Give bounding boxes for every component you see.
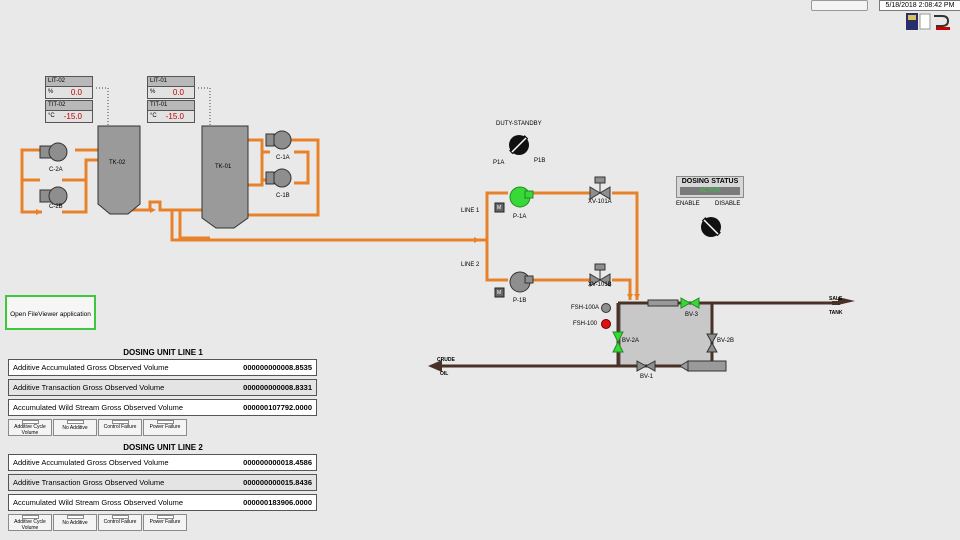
pump-c2a[interactable] — [39, 142, 68, 162]
dosing-line2-title: DOSING UNIT LINE 2 — [123, 443, 203, 452]
fsh-100-label: FSH-100 — [573, 321, 598, 327]
sale-arrow — [838, 297, 855, 305]
pump-c1a-label: C-1A — [276, 155, 290, 161]
line1-control-failure-button[interactable]: Control Failure — [98, 419, 142, 436]
line1-row-wild-stream: Accumulated Wild Stream Gross Observed V… — [8, 399, 317, 416]
system-clock: 5/18/2018 2:08:42 PM — [879, 0, 960, 11]
motor-label-p1a: M — [497, 205, 502, 211]
tank-tk02 — [97, 125, 141, 215]
pump-c1b[interactable] — [265, 168, 292, 188]
tank-label: TANK — [829, 310, 843, 316]
static-mixer — [687, 360, 727, 372]
oil-label: OIL — [440, 371, 449, 377]
duty-standby-knob[interactable] — [509, 135, 529, 155]
line2-row-wild-stream: Accumulated Wild Stream Gross Observed V… — [8, 494, 317, 511]
header-blank-button[interactable] — [811, 0, 868, 11]
valve-bv2b[interactable] — [706, 333, 718, 353]
line1-row-accumulated: Additive Accumulated Gross Observed Volu… — [8, 359, 317, 376]
line2-no-additive-button[interactable]: No Additive — [53, 514, 97, 531]
duty-p1a-label: P1A — [493, 160, 505, 166]
level-value: 0.0 — [70, 88, 82, 97]
indicator-tit-01: TIT-01 °C-15.0 — [147, 100, 195, 123]
motor-label-p1b: M — [497, 290, 502, 296]
dosing-skid — [619, 302, 713, 366]
dosing-disable-label: DISABLE — [715, 201, 741, 207]
valve-bv2a[interactable] — [612, 331, 624, 353]
line1-no-additive-button[interactable]: No Additive — [53, 419, 97, 436]
line1-additive-cycle-volume-button[interactable]: Additive Cycle Volume — [8, 419, 52, 436]
dosing-enable-label: ENABLE — [676, 201, 700, 207]
fsh-100-alarm-indicator — [601, 319, 611, 329]
pump-c1a[interactable] — [265, 130, 292, 150]
motor-indicator-p1a — [494, 202, 505, 213]
indicator-lit-01: LIT-01 %0.0 — [147, 76, 195, 99]
valve-bv1[interactable] — [636, 360, 656, 372]
sale-label: SALE — [829, 296, 843, 302]
line2-power-failure-button[interactable]: Power Failure — [143, 514, 187, 531]
company-logo — [906, 13, 950, 30]
tank-tk02-label: TK-02 — [109, 160, 126, 166]
dosing-status-value: ACTIVE — [680, 187, 740, 195]
temp-value: -15.0 — [63, 112, 82, 121]
open-fileviewer-button[interactable]: Open FileViewer application — [5, 295, 96, 330]
tank-tk01-label: TK-01 — [215, 164, 232, 170]
valve-xv101b-label: XV-101B — [588, 282, 612, 288]
valve-bv1-label: BV-1 — [640, 374, 654, 380]
pump-p1b-label: P-1B — [513, 298, 527, 304]
pump-p1a[interactable] — [509, 186, 534, 208]
crude-label: CRUDE — [437, 357, 455, 363]
indicator-tit-02: TIT-02 °C-15.0 — [45, 100, 93, 123]
crude-inlet-arrow — [428, 360, 442, 372]
dosing-status-panel: DOSING STATUS ACTIVE — [676, 176, 744, 198]
duty-p1b-label: P1B — [534, 158, 546, 164]
line2-control-failure-button[interactable]: Control Failure — [98, 514, 142, 531]
line1-row-transaction: Additive Transaction Gross Observed Volu… — [8, 379, 317, 396]
line2-row-accumulated: Additive Accumulated Gross Observed Volu… — [8, 454, 317, 471]
motor-indicator-p1b — [494, 287, 505, 298]
line1-power-failure-button[interactable]: Power Failure — [143, 419, 187, 436]
pump-c2b-label: C-2B — [49, 204, 63, 210]
line2-label: LINE 2 — [461, 262, 480, 268]
level-value: 0.0 — [172, 88, 184, 97]
valve-bv3[interactable] — [680, 297, 700, 309]
fsh-100a-indicator — [601, 303, 611, 313]
temp-value: -15.0 — [165, 112, 184, 121]
valve-bv3-label: BV-3 — [685, 312, 699, 318]
pump-c1b-label: C-1B — [276, 193, 290, 199]
meter-run — [647, 299, 679, 307]
line1-label: LINE 1 — [461, 208, 480, 214]
pump-p1a-label: P-1A — [513, 214, 527, 220]
valve-xv101a[interactable] — [589, 176, 611, 200]
pump-c2a-label: C-2A — [49, 167, 63, 173]
pump-c2b[interactable] — [39, 186, 68, 206]
dosing-status-title: DOSING STATUS — [681, 178, 739, 185]
indicator-lit-02: LIT-02 %0.0 — [45, 76, 93, 99]
dosing-enable-knob[interactable] — [701, 217, 721, 237]
valve-xv101a-label: XV-101A — [588, 199, 612, 205]
line2-row-transaction: Additive Transaction Gross Observed Volu… — [8, 474, 317, 491]
valve-bv2a-label: BV-2A — [622, 338, 640, 344]
duty-standby-title: DUTY-STANDBY — [496, 121, 542, 127]
flow-arrows — [36, 207, 640, 300]
pump-p1b[interactable] — [509, 271, 534, 293]
valve-bv2b-label: BV-2B — [717, 338, 735, 344]
dosing-line1-title: DOSING UNIT LINE 1 — [123, 348, 203, 357]
line2-additive-cycle-volume-button[interactable]: Additive Cycle Volume — [8, 514, 52, 531]
valve-xv101b[interactable] — [589, 263, 611, 287]
tank-tk01 — [201, 125, 249, 229]
fsh-100a-label: FSH-100A — [571, 305, 600, 311]
